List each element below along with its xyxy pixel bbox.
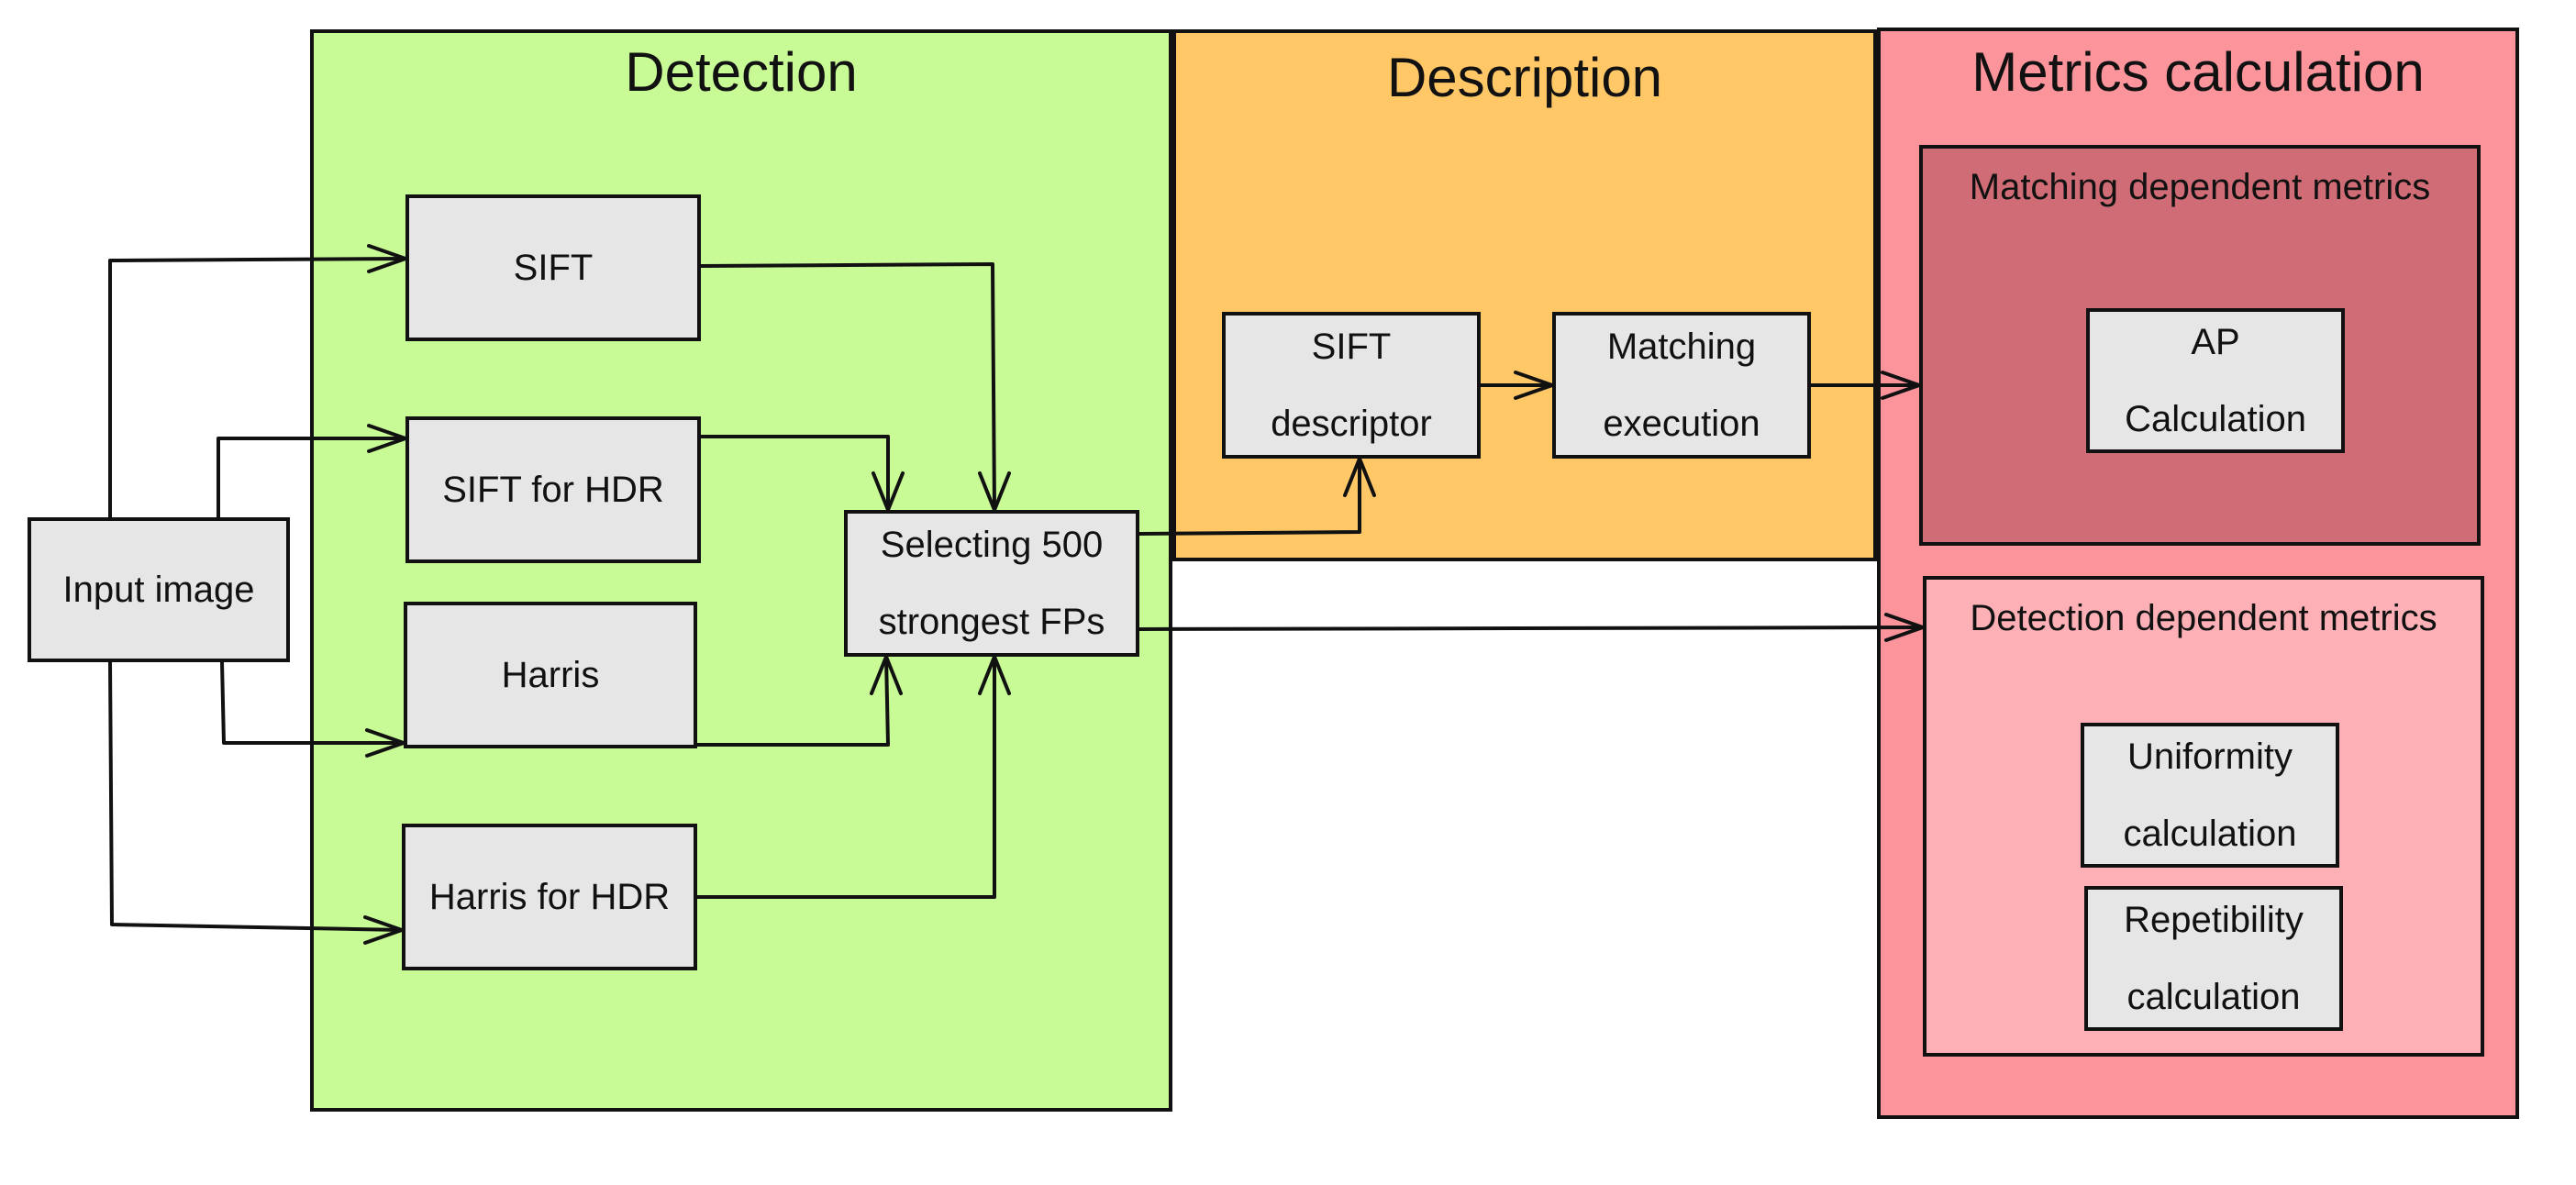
ap-calculation-node: AP Calculation <box>2086 308 2345 453</box>
description-region: Description <box>1172 29 1877 561</box>
detection-dependent-metrics-title: Detection dependent metrics <box>1970 598 2437 638</box>
sift-label: SIFT <box>513 248 594 288</box>
repetibility-calculation-node: Repetibility calculation <box>2084 886 2343 1031</box>
input-image-label: Input image <box>62 570 255 610</box>
sift-node: SIFT <box>405 194 701 341</box>
uniformity-calculation-label: Uniformity calculation <box>2123 736 2297 854</box>
detection-title: Detection <box>625 41 858 103</box>
harris-node: Harris <box>404 602 697 748</box>
sift-for-hdr-node: SIFT for HDR <box>405 416 701 563</box>
selecting-fps-node: Selecting 500 strongest FPs <box>844 510 1139 657</box>
harris-label: Harris <box>501 655 600 695</box>
sift-for-hdr-label: SIFT for HDR <box>442 470 664 510</box>
matching-execution-node: Matching execution <box>1552 312 1811 459</box>
harris-for-hdr-node: Harris for HDR <box>402 824 697 970</box>
repetibility-calculation-label: Repetibility calculation <box>2124 900 2304 1017</box>
selecting-fps-label: Selecting 500 strongest FPs <box>878 525 1105 642</box>
sift-descriptor-label: SIFT descriptor <box>1271 327 1432 444</box>
input-image-node: Input image <box>28 517 290 662</box>
edge-select-to-detection-metrics <box>1138 626 1925 631</box>
metrics-title: Metrics calculation <box>1971 41 2425 103</box>
harris-for-hdr-label: Harris for HDR <box>428 877 671 917</box>
matching-execution-label: Matching execution <box>1603 327 1760 444</box>
description-title: Description <box>1386 47 1663 108</box>
sift-descriptor-node: SIFT descriptor <box>1222 312 1481 459</box>
uniformity-calculation-node: Uniformity calculation <box>2081 723 2339 868</box>
ap-calculation-label: AP Calculation <box>2125 322 2306 439</box>
matching-dependent-metrics-title: Matching dependent metrics <box>1969 167 2431 207</box>
